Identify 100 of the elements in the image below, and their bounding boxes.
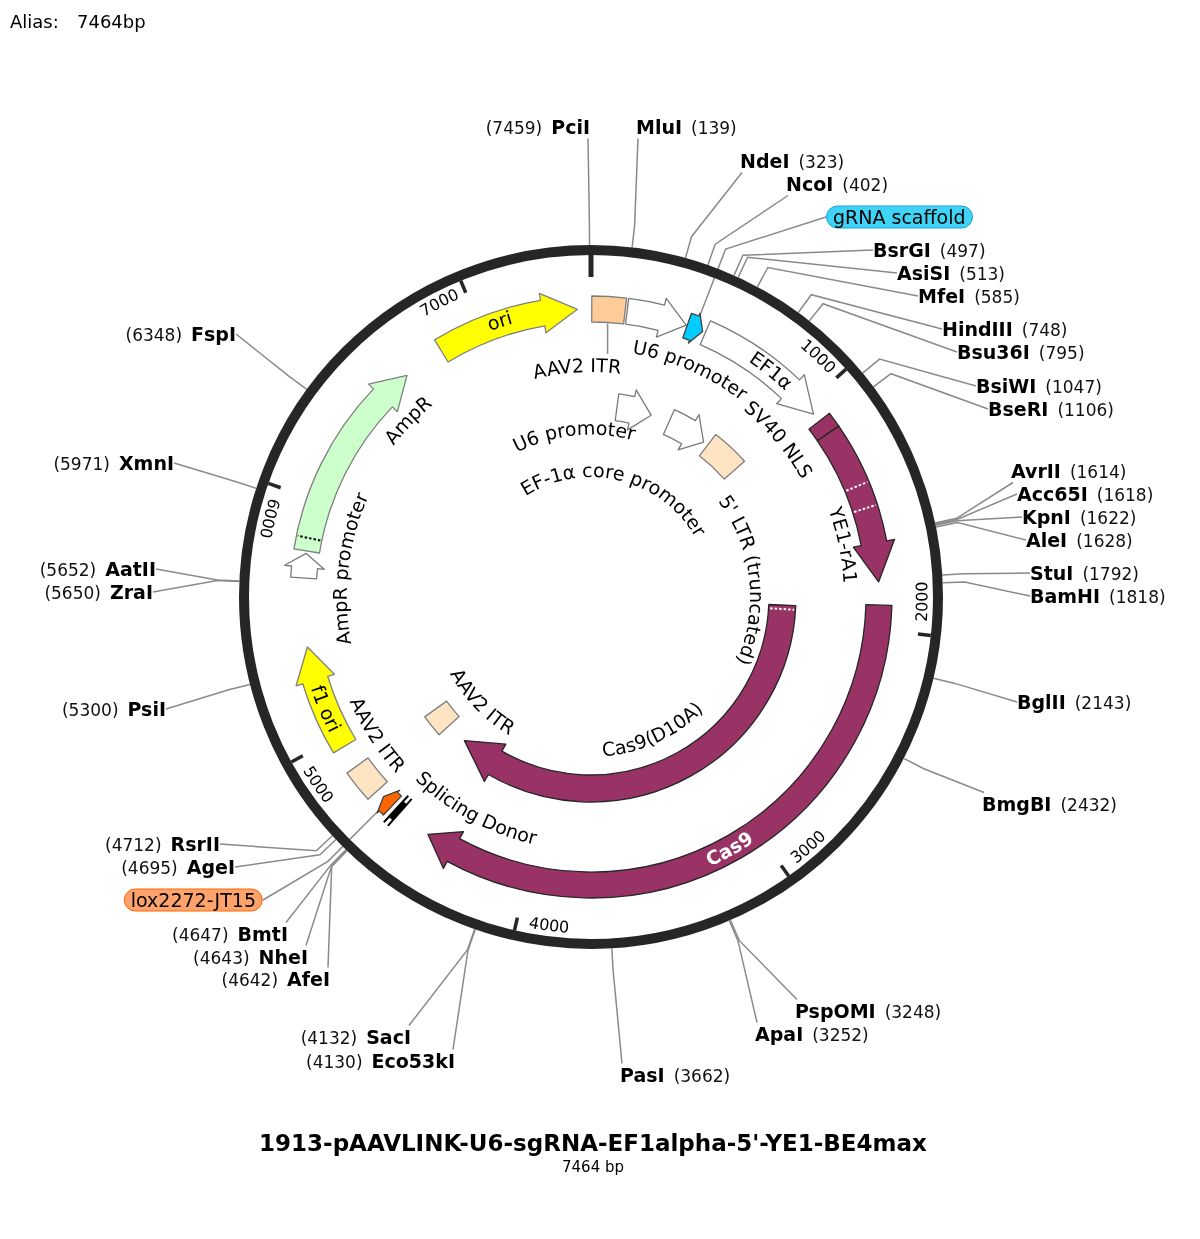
- enzyme-name: NdeI: [740, 149, 790, 172]
- leader-line: [152, 579, 241, 593]
- leader-line: [173, 462, 257, 490]
- leader-line: [756, 266, 919, 297]
- leader-line: [587, 137, 591, 246]
- cut-site-position: (402): [842, 173, 888, 196]
- enzyme-name: BmgBI: [982, 792, 1052, 815]
- cut-site-position: (5650): [44, 581, 101, 604]
- cut-site-position: (1047): [1045, 375, 1102, 398]
- feature-label: AAV2 ITR: [530, 353, 623, 383]
- leader-line: [285, 848, 347, 924]
- leader-line: [797, 293, 943, 330]
- enzyme-name: BseRI: [988, 397, 1049, 420]
- leader-line: [234, 838, 337, 868]
- leader-line: [606, 322, 609, 355]
- cut-site-position: (1818): [1109, 585, 1166, 608]
- enzyme-name: Bsu36I: [957, 340, 1030, 363]
- enzyme-name: XmnI: [118, 451, 174, 474]
- leader-line: [733, 249, 874, 277]
- leader-line: [327, 849, 348, 969]
- enzyme-name: BamHI: [1030, 584, 1101, 607]
- leader-line: [737, 256, 898, 279]
- cut-site-position: (748): [1021, 318, 1068, 341]
- cut-site-position: (4130): [306, 1050, 363, 1073]
- leader-line: [219, 835, 334, 852]
- cut-site-position: (1622): [1079, 506, 1137, 529]
- cut-site-position: (585): [974, 285, 1020, 308]
- enzyme-name: StuI: [1030, 561, 1074, 584]
- plasmid-length: 7464 bp: [562, 1158, 624, 1176]
- enzyme-name: PsiI: [127, 697, 166, 720]
- cut-site-position: (139): [691, 116, 737, 139]
- enzyme-name: NcoI: [786, 172, 834, 195]
- enzyme-name: PciI: [551, 115, 590, 138]
- cut-site-position: (7459): [485, 116, 543, 139]
- cut-site-position: (795): [1038, 341, 1085, 364]
- leader-line: [729, 919, 798, 1001]
- leader-line: [707, 194, 789, 266]
- enzyme-name: ZraI: [109, 580, 153, 603]
- enzyme-name: PasI: [620, 1063, 665, 1086]
- enzyme-name: AfeI: [287, 967, 330, 990]
- leader-line: [611, 947, 623, 1065]
- leader-line: [935, 521, 1027, 541]
- cut-site-position: (5971): [53, 452, 110, 475]
- cut-site-position: (1106): [1057, 398, 1114, 421]
- enzyme-name: AleI: [1026, 528, 1068, 551]
- leader-line: [932, 677, 1018, 703]
- tick-label: 4000: [527, 912, 570, 937]
- leader-line: [941, 572, 1031, 576]
- cut-site-position: (3248): [884, 1000, 942, 1023]
- leader-line: [861, 358, 977, 387]
- enzyme-name: Acc65I: [1017, 482, 1088, 505]
- cut-site-position: (4695): [121, 856, 178, 879]
- leader-line: [408, 928, 476, 1027]
- leader-line: [452, 928, 476, 1051]
- leader-line: [934, 516, 1023, 526]
- feature-tag: gRNA scaffold: [826, 205, 973, 229]
- cut-site-position: (4642): [221, 968, 279, 991]
- feature-label: ori: [484, 306, 515, 335]
- cut-site-position: (3252): [812, 1023, 869, 1046]
- enzyme-name: AvrII: [1011, 459, 1061, 482]
- enzyme-name: BsrGI: [873, 238, 931, 261]
- leader-line: [631, 137, 639, 249]
- feature-band: [682, 312, 704, 344]
- leader-line: [872, 372, 989, 410]
- enzyme-name: AgeI: [186, 855, 235, 878]
- cut-site-position: (1618): [1096, 483, 1154, 506]
- enzyme-name: SacI: [366, 1025, 411, 1048]
- enzyme-name: Eco53kI: [371, 1049, 455, 1072]
- enzyme-name: KpnI: [1022, 505, 1071, 528]
- cut-site-position: (2432): [1060, 793, 1117, 816]
- cut-site-position: (3662): [673, 1064, 731, 1087]
- leader-line: [235, 333, 308, 391]
- cut-site-position: (1614): [1069, 460, 1127, 483]
- leader-line: [699, 216, 827, 316]
- feature-band: [376, 789, 403, 816]
- feature-tag: lox2272-JT15: [123, 888, 263, 912]
- leader-line: [808, 302, 958, 353]
- enzyme-name: RsrII: [170, 832, 220, 855]
- cut-site-position: (4712): [105, 833, 162, 856]
- enzyme-name: MfeI: [918, 284, 966, 307]
- cut-site-position: (4643): [193, 946, 250, 969]
- cut-site-position: (497): [939, 239, 986, 262]
- alias-label: Alias:: [10, 11, 59, 33]
- cut-site-position: (5652): [39, 558, 97, 581]
- enzyme-name: FspI: [191, 322, 236, 345]
- enzyme-name: BmtI: [237, 922, 288, 945]
- feature-label: U6 promoter: [509, 416, 638, 457]
- leader-line: [155, 568, 241, 582]
- leader-line: [262, 811, 379, 901]
- cut-site-position: (323): [798, 150, 845, 173]
- cut-site-position: (1628): [1076, 529, 1133, 552]
- leader-line: [165, 683, 251, 710]
- alias-value: 7464bp: [77, 11, 146, 33]
- cut-site-position: (6348): [125, 323, 183, 346]
- enzyme-name: BsiWI: [976, 374, 1037, 397]
- feature-box: [591, 295, 628, 325]
- leader-line: [934, 493, 1018, 525]
- leader-line: [934, 481, 1014, 524]
- enzyme-name: PspOMI: [795, 999, 876, 1022]
- plasmid-title: 1913-pAAVLINK-U6-sgRNA-EF1alpha-5'-YE1-BE4max: [259, 1129, 927, 1157]
